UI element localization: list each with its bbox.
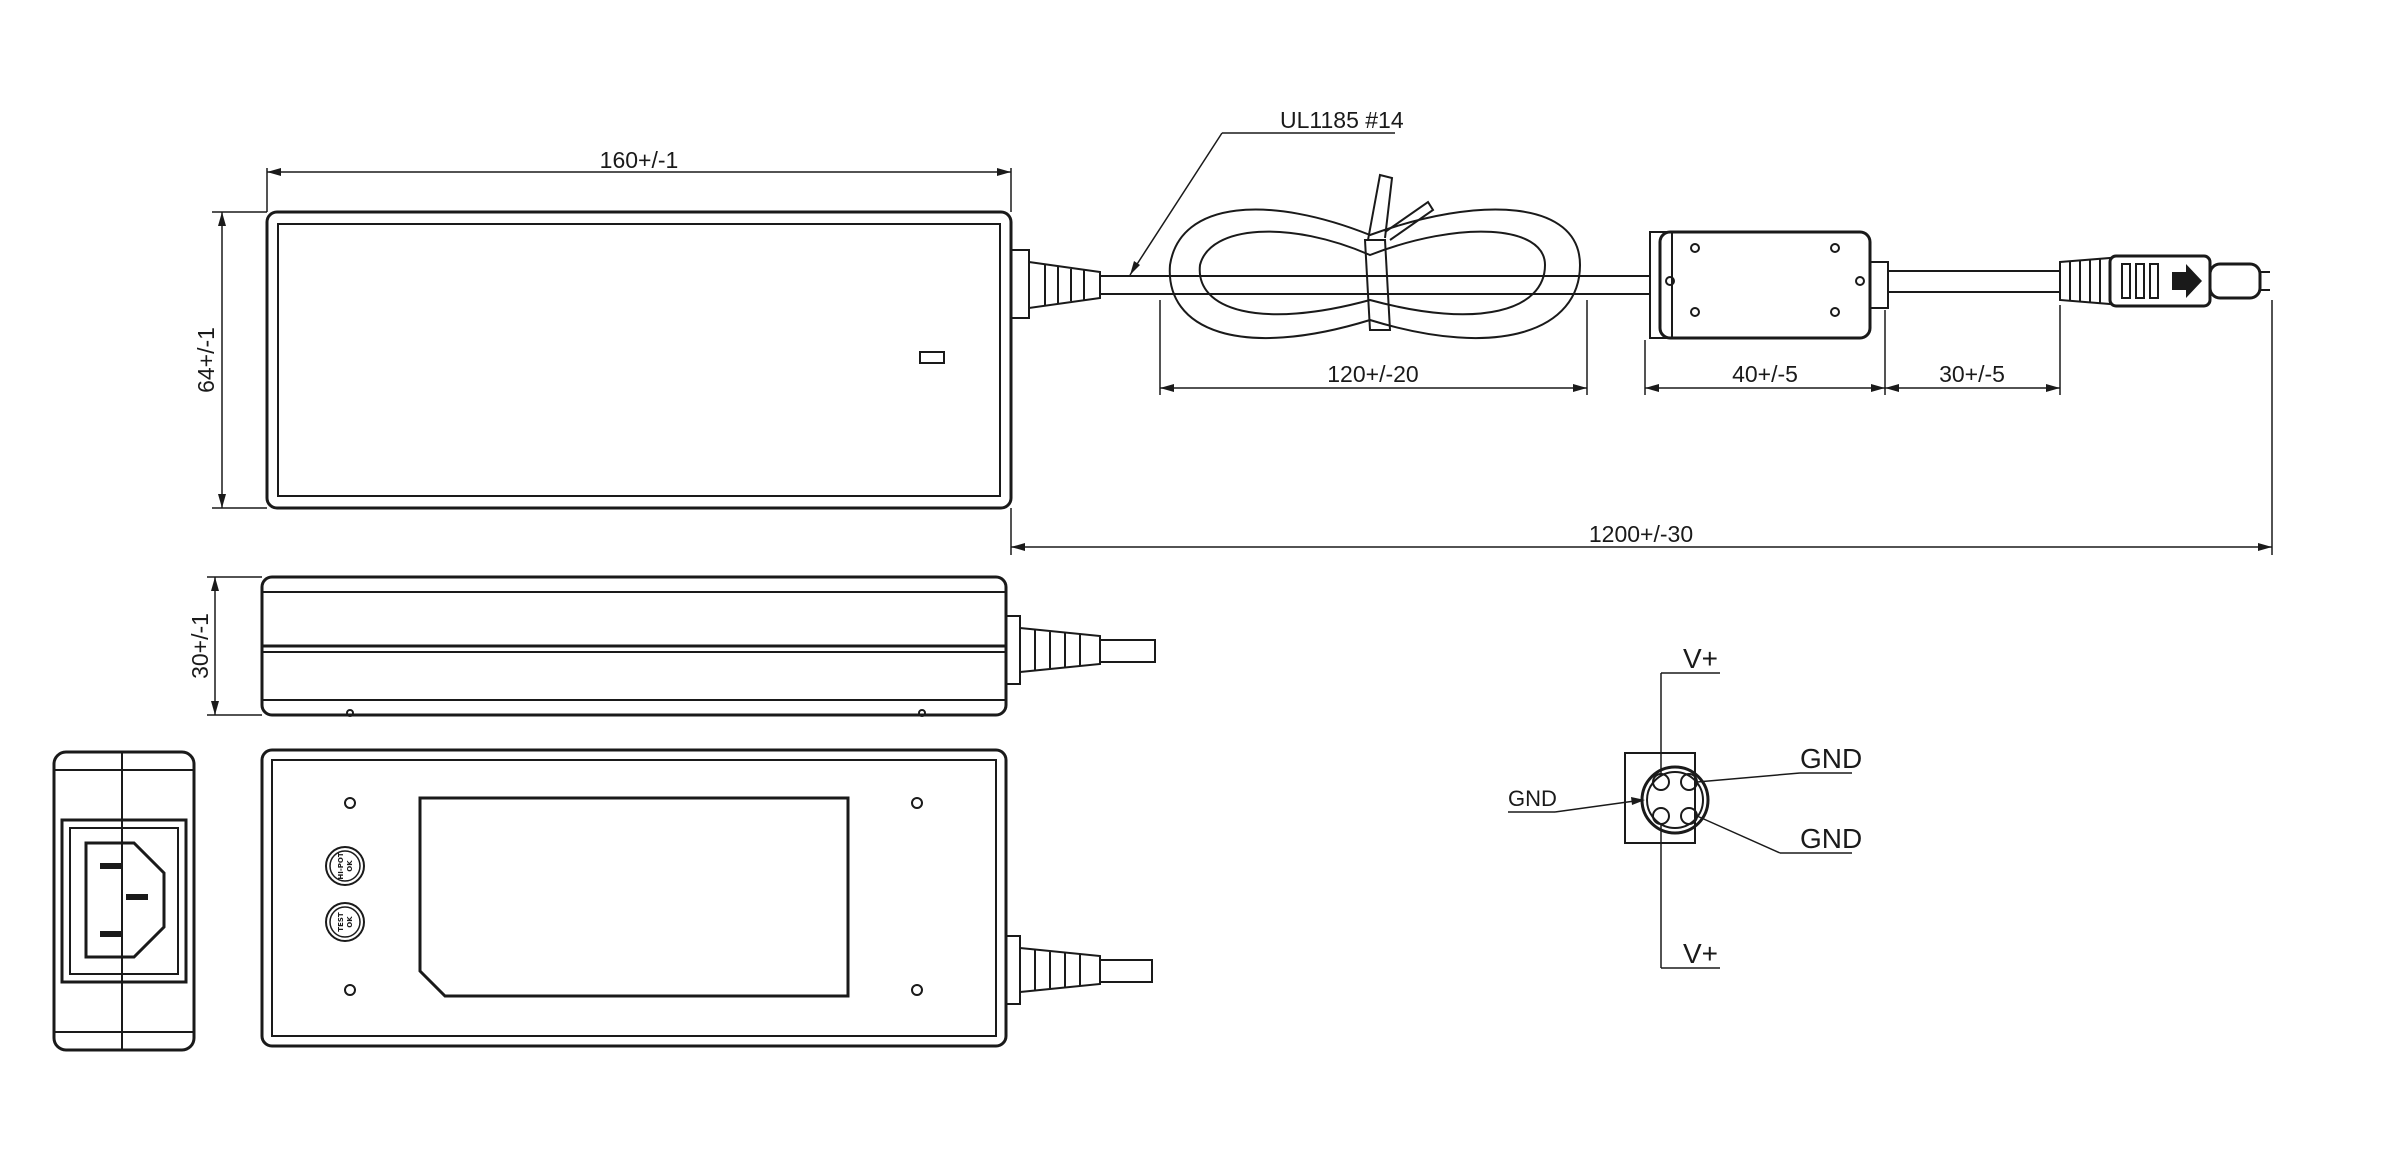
height-label: 30+/-1	[187, 613, 213, 679]
adapter-bottom-view: HI-POT OK TEST OK	[260, 748, 1153, 1048]
test-text-2: OK	[346, 916, 354, 928]
adapter-end-view	[52, 750, 196, 1052]
iec-c14-socket-icon	[84, 841, 166, 959]
dimension-plug-lead: 30+/-5	[1885, 305, 2061, 395]
hipot-text-1: HI-POT	[337, 852, 345, 879]
cable-type-callout: UL1185 #14	[1129, 107, 1404, 276]
cable-type-label: UL1185 #14	[1280, 107, 1404, 133]
dimension-loop: 120+/-20	[1159, 300, 1588, 395]
dimension-length: 160+/-1	[266, 147, 1012, 212]
arrow-icon	[2172, 264, 2202, 298]
test-text-1: TEST	[337, 912, 345, 932]
dimension-ferrite: 40+/-5	[1644, 310, 1886, 395]
adapter-top-view	[265, 210, 1101, 510]
plug-lead-label: 30+/-5	[1939, 361, 2005, 387]
pin-bottom-label: V+	[1683, 938, 1718, 969]
ferrite-core	[1649, 230, 2060, 340]
dimension-total-cable: 1200+/-30	[1010, 300, 2273, 555]
length-label: 160+/-1	[600, 147, 679, 173]
hipot-text-2: OK	[346, 860, 354, 872]
dimension-width: 64+/-1	[193, 211, 267, 509]
width-label: 64+/-1	[193, 327, 219, 393]
test-sticker-icon	[325, 902, 365, 942]
adapter-side-view	[260, 575, 1156, 717]
pin-right-bottom-label: GND	[1800, 823, 1862, 854]
cable-coil	[1100, 173, 1650, 340]
pin-3	[1652, 807, 1670, 825]
ferrite-label: 40+/-5	[1732, 361, 1798, 387]
status-led-icon	[919, 351, 945, 364]
iec-inlet	[60, 818, 188, 984]
label-area	[418, 796, 850, 998]
total-cable-label: 1200+/-30	[1589, 521, 1693, 547]
pin-left-label: GND	[1508, 786, 1557, 811]
dimension-height: 30+/-1	[187, 576, 262, 716]
dc-plug	[2059, 254, 2270, 308]
hipot-sticker-icon	[325, 846, 365, 886]
pin-right-top-label: GND	[1800, 743, 1862, 774]
connector-pinout: V+ V+ GND GND GND	[1508, 643, 1862, 969]
pin-top-label: V+	[1683, 643, 1718, 674]
loop-label: 120+/-20	[1327, 361, 1418, 387]
